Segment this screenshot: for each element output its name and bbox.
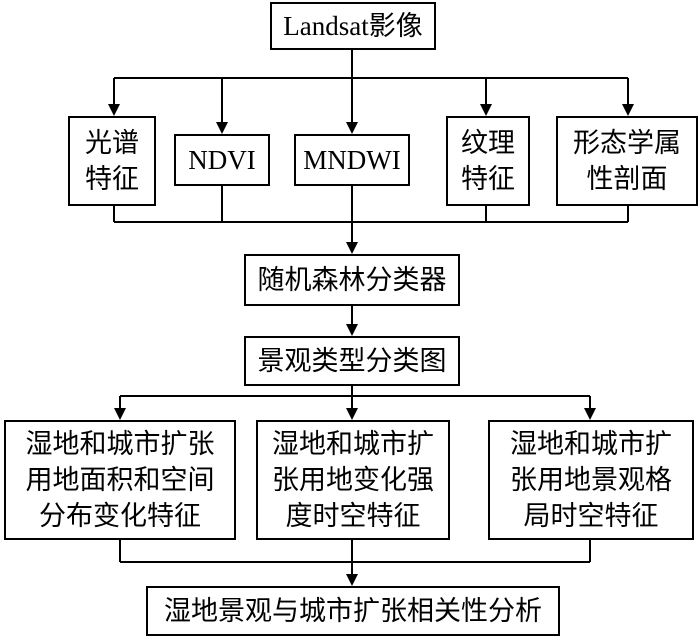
node-spatial-distribution-change: 湿地和城市扩张 用地面积和空间 分布变化特征 bbox=[4, 420, 236, 540]
node-morphological-profiles: 形态学属 性剖面 bbox=[556, 116, 698, 206]
node-spectral-features: 光谱 特征 bbox=[68, 116, 156, 206]
node-correlation-analysis: 湿地景观与城市扩张相关性分析 bbox=[146, 586, 560, 636]
node-change-intensity: 湿地和城市扩 张用地变化强 度时空特征 bbox=[256, 420, 450, 540]
node-landscape-pattern: 湿地和城市扩 张用地景观格 局时空特征 bbox=[488, 420, 694, 540]
node-landsat-imagery: Landsat影像 bbox=[270, 2, 436, 50]
node-random-forest-classifier: 随机森林分类器 bbox=[244, 254, 460, 306]
node-landscape-classification-map: 景观类型分类图 bbox=[244, 336, 460, 386]
node-mndwi: MNDWI bbox=[294, 134, 410, 186]
node-ndvi: NDVI bbox=[174, 134, 270, 186]
node-texture-features: 纹理 特征 bbox=[446, 116, 530, 206]
